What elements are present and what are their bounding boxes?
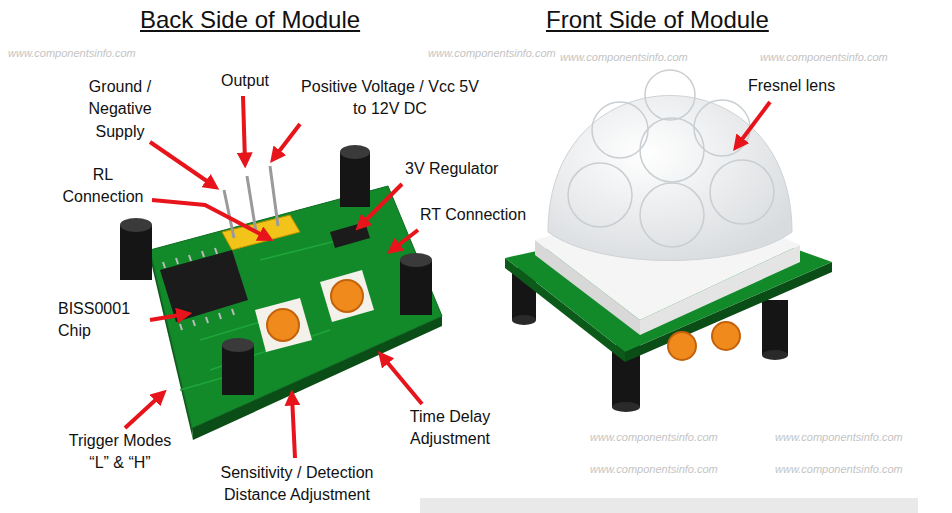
watermark: www.componentsinfo.com bbox=[590, 462, 718, 477]
part-label: Output bbox=[221, 70, 269, 92]
heading: Back Side of Module bbox=[140, 6, 360, 35]
part-label: Sensitivity / Detection Distance Adjustm… bbox=[202, 462, 392, 507]
watermark: www.componentsinfo.com bbox=[775, 462, 903, 477]
heading: Front Side of Module bbox=[546, 6, 769, 35]
part-label: Fresnel lens bbox=[748, 75, 835, 97]
part-label: Trigger Modes “L” & “H” bbox=[58, 430, 183, 475]
part-label: BISS0001 Chip bbox=[58, 298, 148, 343]
watermark: www.componentsinfo.com bbox=[775, 430, 903, 445]
part-label: 3V Regulator bbox=[405, 158, 498, 180]
front-module bbox=[505, 70, 832, 412]
part-label: RT Connection bbox=[420, 204, 526, 226]
watermark: www.componentsinfo.com bbox=[760, 50, 888, 65]
back-board bbox=[120, 145, 442, 440]
part-label: RL Connection bbox=[56, 164, 151, 209]
part-label: Time Delay Adjustment bbox=[400, 406, 500, 451]
leader-arrows bbox=[125, 96, 770, 458]
part-label: Ground / Negative Supply bbox=[78, 76, 163, 143]
grey-strip bbox=[420, 498, 918, 513]
watermark: www.componentsinfo.com bbox=[590, 430, 718, 445]
watermark: www.componentsinfo.com bbox=[560, 50, 688, 65]
watermark: www.componentsinfo.com bbox=[8, 46, 136, 61]
part-label: Positive Voltage / Vcc 5V to 12V DC bbox=[298, 76, 483, 121]
watermark: www.componentsinfo.com bbox=[428, 46, 556, 61]
